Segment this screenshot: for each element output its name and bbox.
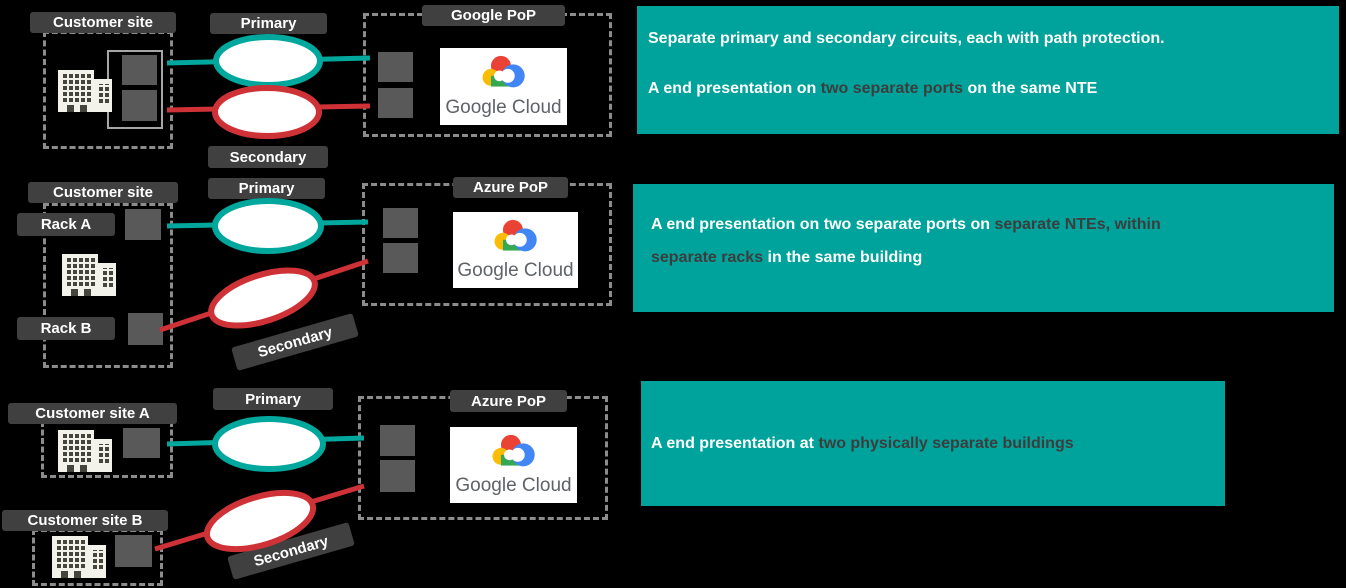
customer-site-label-row1: Customer site <box>30 12 176 33</box>
panel-2-highlight-2: separate racks <box>651 249 764 266</box>
panel-1-second-line: A end presentation on two separate ports… <box>648 78 1321 99</box>
building-annex-block <box>88 545 106 578</box>
building-icon-row1 <box>56 66 114 112</box>
building-main-block <box>52 536 88 578</box>
customer-site-b-label: Customer site B <box>2 510 168 531</box>
building-annex-block <box>98 263 116 296</box>
secondary-circuit-row2 <box>208 267 318 329</box>
customer-site-label-row2: Customer site <box>28 182 178 203</box>
info-panel-1: Separate primary and secondary circuits,… <box>637 6 1339 134</box>
site-a-nte-port <box>123 428 160 458</box>
nte-port-1-row1 <box>122 55 157 85</box>
primary-circuit-row2 <box>212 198 324 254</box>
building-windows <box>61 74 91 104</box>
pop-label-row1: Google PoP <box>422 5 565 26</box>
secondary-label-row2: Secondary <box>231 313 359 371</box>
google-cloud-wordmark: Google Cloud <box>457 260 574 281</box>
building-icon-site-b <box>50 532 108 578</box>
building-annex-windows <box>91 550 103 571</box>
info-panel-2: A end presentation on two separate ports… <box>633 184 1334 312</box>
primary-label-row1: Primary <box>210 13 327 34</box>
pop-port-1-row2 <box>383 208 418 238</box>
secondary-wire-row1 <box>166 103 371 113</box>
pop-port-2-row2 <box>383 243 418 273</box>
primary-wire-row2 <box>166 219 369 229</box>
building-annex-windows <box>101 268 113 289</box>
panel-3-text: A end presentation at <box>651 435 819 452</box>
rack-b-label: Rack B <box>17 317 115 340</box>
panel-2-line-2: separate racks in the same building <box>651 247 1314 268</box>
building-main-block <box>58 70 94 112</box>
pop-port-2-row1 <box>378 88 413 118</box>
customer-site-a-label: Customer site A <box>8 403 177 424</box>
primary-label-row3: Primary <box>213 388 333 410</box>
panel-3-highlight: two physically separate buildings <box>818 435 1074 452</box>
rack-b-nte-port <box>128 313 163 345</box>
panel-1-highlight: two separate ports <box>820 80 964 97</box>
pop-label-row2: Azure PoP <box>453 177 568 198</box>
google-cloud-wordmark: Google Cloud <box>445 97 562 118</box>
panel-2-highlight-1: separate NTEs, within <box>994 216 1161 233</box>
panel-2-text: A end presentation on two separate ports… <box>651 216 995 233</box>
secondary-label-row3: Secondary <box>227 522 355 580</box>
google-cloud-wordmark: Google Cloud <box>455 475 572 496</box>
rack-a-nte-port <box>125 209 161 240</box>
panel-2-text-post: in the same building <box>763 249 923 266</box>
panel-1-intro-line: Separate primary and secondary circuits,… <box>648 30 1165 47</box>
primary-circuit-row3 <box>212 416 326 472</box>
building-windows <box>65 258 95 288</box>
secondary-label-row1: Secondary <box>208 146 328 168</box>
nte-port-2-row1 <box>122 90 157 121</box>
building-icon-row2 <box>60 250 118 296</box>
google-cloud-icon <box>494 219 537 252</box>
primary-wire-row3 <box>166 435 365 447</box>
pop-port-1-row1 <box>378 52 413 82</box>
pop-port-2-row3 <box>380 460 415 492</box>
building-main-block <box>62 254 98 296</box>
site-b-nte-port <box>115 535 152 567</box>
building-annex-block <box>94 79 112 112</box>
pop-port-1-row3 <box>380 425 415 456</box>
google-cloud-icon <box>492 434 535 467</box>
google-cloud-icon <box>482 55 525 88</box>
primary-circuit-row1 <box>213 34 323 88</box>
building-main-block <box>58 430 94 472</box>
building-annex-windows <box>97 444 109 465</box>
info-panel-3: A end presentation at two physically sep… <box>641 381 1225 506</box>
panel-1-text-post: on the same NTE <box>963 80 1098 97</box>
google-cloud-logo-row2: Google Cloud <box>453 212 578 288</box>
pop-label-row3: Azure PoP <box>450 390 567 412</box>
building-annex-windows <box>97 84 109 105</box>
building-annex-block <box>94 439 112 472</box>
building-icon-site-a <box>56 426 114 472</box>
building-windows <box>55 540 85 570</box>
google-cloud-logo-row3: Google Cloud <box>450 427 577 503</box>
rack-a-label: Rack A <box>17 213 115 236</box>
building-windows <box>61 434 91 464</box>
primary-wire-row1 <box>166 55 371 66</box>
secondary-circuit-row1 <box>212 85 322 139</box>
primary-label-row2: Primary <box>208 178 325 199</box>
panel-2-line-1: A end presentation on two separate ports… <box>651 214 1314 235</box>
google-cloud-logo-row1: Google Cloud <box>440 48 567 125</box>
panel-1-text: A end presentation on <box>648 80 821 97</box>
